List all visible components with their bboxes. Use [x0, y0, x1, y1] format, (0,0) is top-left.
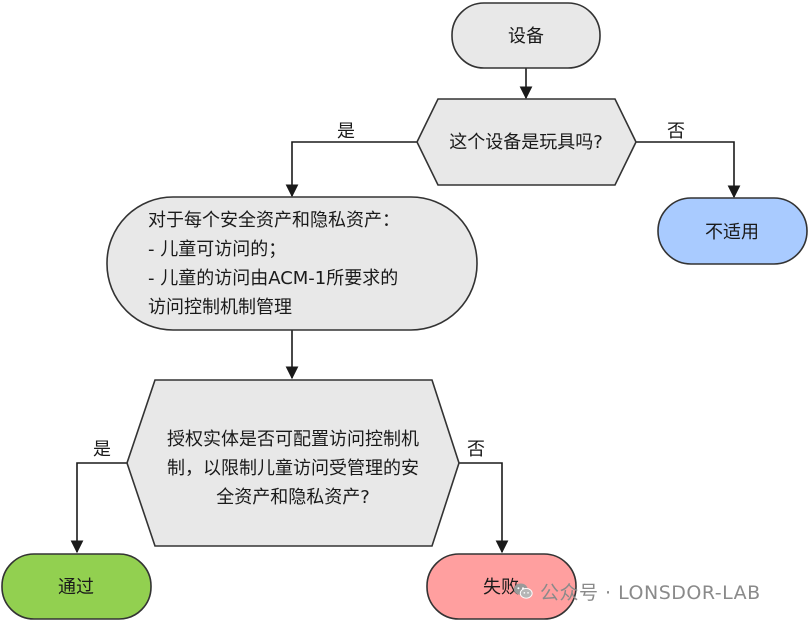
node-authorize-line-2: 制，以限制儿童访问受管理的安	[167, 458, 419, 479]
node-is-toy-shape	[416, 98, 637, 186]
edge-auth-yes	[70, 462, 127, 554]
node-assets-shape	[106, 196, 478, 331]
node-assets-line-3: - 儿童的访问由ACM-1所要求的	[148, 268, 398, 289]
node-not-applicable: 不适用	[657, 197, 808, 265]
node-device-label: 设备	[508, 26, 544, 47]
node-device-shape	[451, 2, 601, 69]
edge-toy-yes	[285, 141, 417, 198]
edge-label-toy-yes: 是	[337, 121, 355, 142]
node-not-applicable-shape	[657, 197, 808, 265]
node-not-applicable-label: 不适用	[705, 222, 759, 243]
node-authorize-shape	[126, 379, 460, 547]
node-assets-line-1: 对于每个安全资产和隐私资产：	[148, 210, 400, 231]
watermark-text: 公众号 · LONSDOR-LAB	[540, 581, 761, 604]
edge-label-auth-no: 否	[467, 439, 485, 460]
node-is-toy: 这个设备是玩具吗?	[416, 98, 637, 186]
node-fail-shape	[426, 553, 577, 620]
node-fail-label: 失败	[483, 577, 519, 598]
edge-toy-no	[636, 141, 741, 199]
edge-auth-no	[459, 462, 509, 554]
connectors	[70, 68, 741, 554]
node-authorize-line-3: 全资产和隐私资产?	[216, 487, 370, 508]
edge-label-toy-no: 否	[667, 121, 685, 142]
node-is-toy-label: 这个设备是玩具吗?	[449, 132, 603, 153]
node-device: 设备	[451, 2, 601, 69]
node-fail: 失败	[426, 553, 577, 620]
node-authorize: 授权实体是否可配置访问控制机 制，以限制儿童访问受管理的安 全资产和隐私资产?	[126, 379, 460, 547]
node-pass: 通过	[1, 553, 152, 620]
node-pass-shape	[1, 553, 152, 620]
node-assets-line-2: - 儿童可访问的；	[148, 239, 286, 260]
watermark: 公众号 · LONSDOR-LAB	[512, 576, 761, 606]
node-pass-label: 通过	[58, 577, 94, 598]
edge-label-auth-yes: 是	[93, 439, 111, 460]
node-assets-line-4: 访问控制机制管理	[148, 297, 292, 318]
node-authorize-line-1: 授权实体是否可配置访问控制机	[167, 429, 419, 450]
node-assets: 对于每个安全资产和隐私资产： - 儿童可访问的； - 儿童的访问由ACM-1所要…	[106, 196, 478, 331]
wechat-icon	[513, 583, 533, 599]
